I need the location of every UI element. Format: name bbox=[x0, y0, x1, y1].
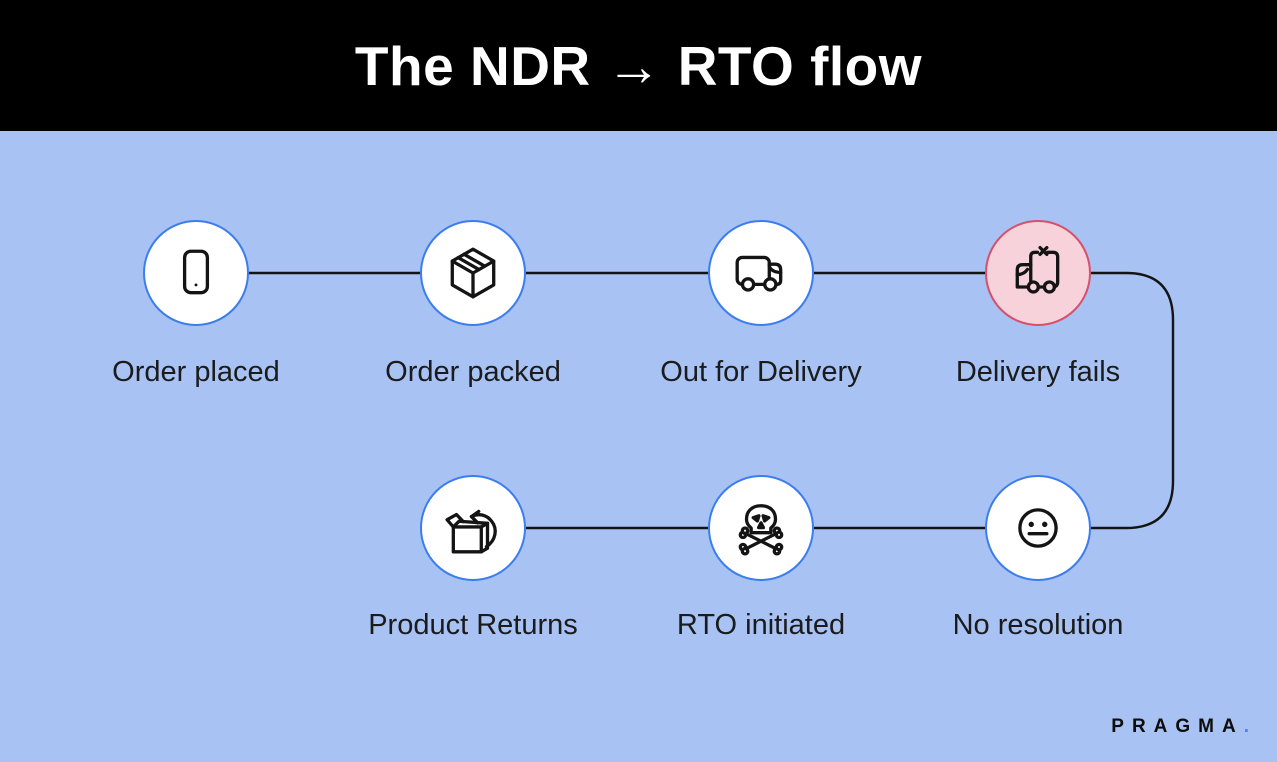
pragma-logo-dot: . bbox=[1243, 716, 1249, 737]
step-label-rto-initiated: RTO initiated bbox=[676, 609, 846, 641]
node-rto-initiated bbox=[708, 475, 814, 581]
flow-connectors bbox=[249, 271, 1175, 530]
flow-diagram: Order placed Order packed Out for Delive… bbox=[0, 131, 1277, 762]
step-label-out-for-delivery: Out for Delivery bbox=[660, 356, 862, 388]
node-no-resolution bbox=[985, 475, 1091, 581]
step-label-delivery-fails: Delivery fails bbox=[955, 356, 1121, 388]
page-title: The NDR → RTO flow bbox=[354, 34, 923, 97]
step-label-no-resolution: No resolution bbox=[952, 609, 1124, 641]
step-label-order-placed: Order placed bbox=[112, 356, 280, 388]
pragma-logo-text: PRAGMA bbox=[1111, 716, 1244, 737]
step-label-product-returns: Product Returns bbox=[368, 609, 578, 641]
return-box-icon bbox=[445, 509, 497, 554]
neutral-face-icon bbox=[1018, 508, 1058, 548]
pragma-logo: PRAGMA. bbox=[1111, 716, 1249, 738]
phone-icon bbox=[182, 249, 210, 295]
step-label-order-packed: Order packed bbox=[385, 356, 561, 388]
truck-icon bbox=[735, 255, 783, 292]
package-icon bbox=[450, 247, 496, 299]
node-product-returns bbox=[420, 475, 526, 581]
skull-icon bbox=[738, 504, 784, 556]
node-order-packed bbox=[420, 220, 526, 326]
truck-fail-icon bbox=[1015, 245, 1060, 294]
title-bar: The NDR → RTO flow bbox=[0, 0, 1277, 131]
connector-fails-noresolution bbox=[1091, 271, 1175, 530]
node-order-placed bbox=[143, 220, 249, 326]
node-delivery-fails bbox=[985, 220, 1091, 326]
node-out-for-delivery bbox=[708, 220, 814, 326]
